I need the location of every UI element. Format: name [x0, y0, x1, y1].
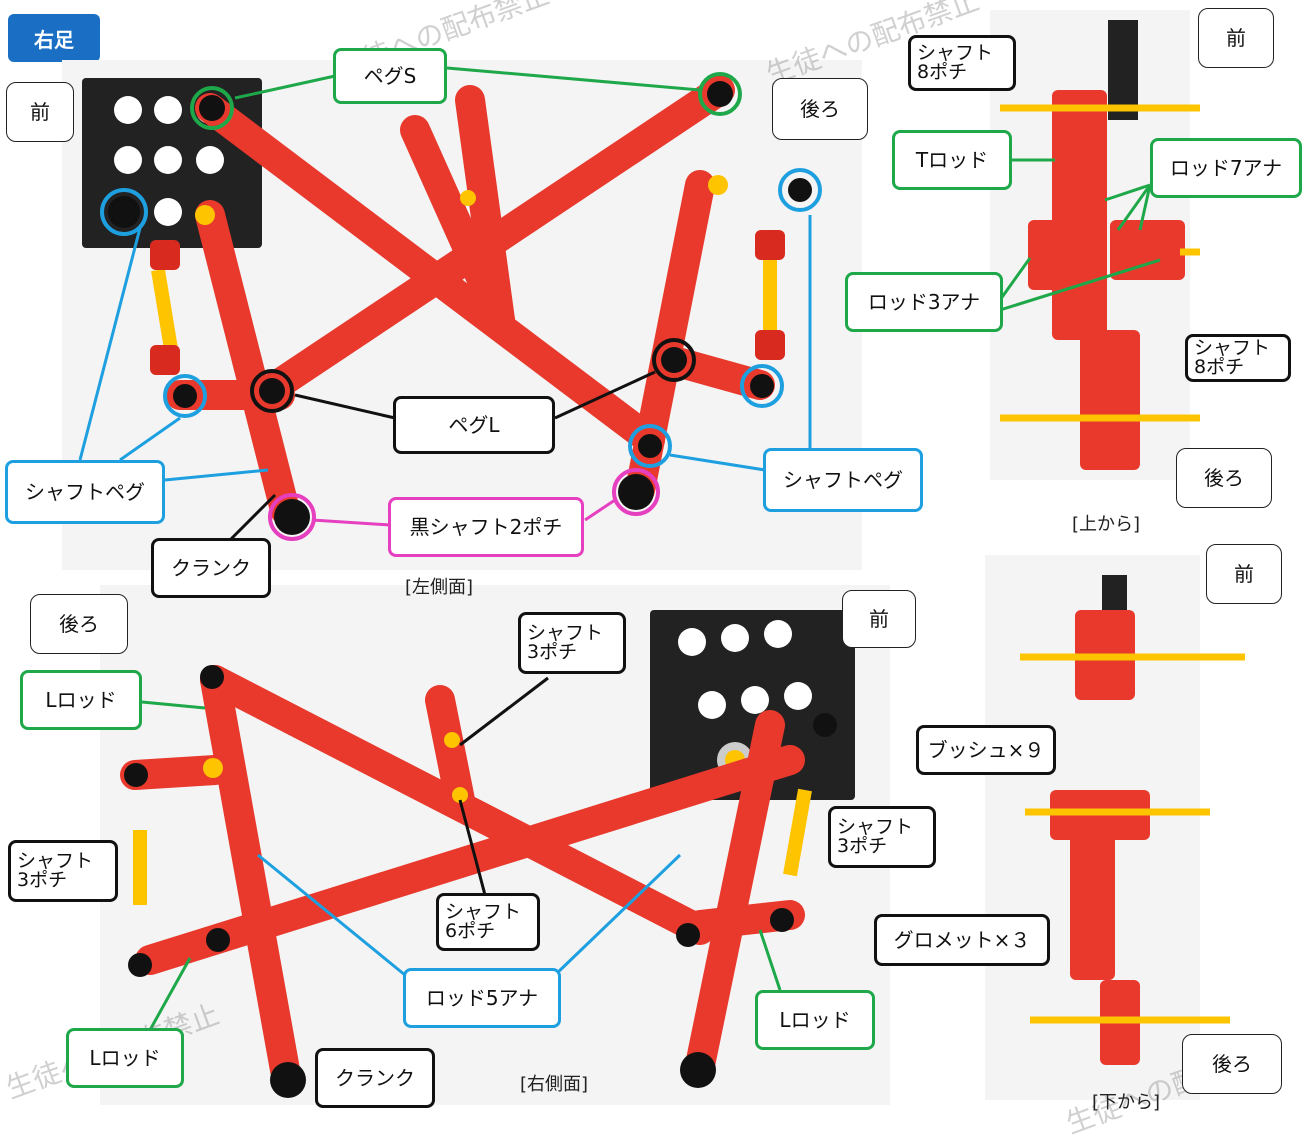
right-view-caption: [右側面]: [520, 1074, 589, 1095]
left-front-label: 前: [6, 82, 74, 142]
black-shaft-label: 黒シャフト2ポチ: [388, 497, 584, 557]
left-crank-label: クランク: [151, 538, 271, 598]
mechanism-illustration: [78, 20, 1245, 1098]
shaft3-right-label: シャフト 3ポチ: [828, 806, 936, 868]
left-shaft-ends: [150, 230, 785, 375]
bottom-view-model: [1020, 575, 1245, 1065]
right-beams: [120, 665, 805, 1085]
right-shafts: [133, 788, 812, 905]
shaft8-mid-label: シャフト 8ポチ: [1185, 334, 1291, 382]
top-view-caption: [上から]: [1072, 514, 1141, 535]
left-pegs: [173, 81, 812, 535]
rod3-label: ロッド3アナ: [845, 272, 1003, 332]
l-rod-bottom-left-label: Lロッド: [66, 1028, 184, 1088]
right-yellow-pins: [203, 732, 468, 803]
right-front-label: 前: [842, 590, 916, 648]
top-view-model: [1000, 20, 1200, 470]
l-rod-top-label: Lロッド: [20, 670, 142, 730]
rod7-label: ロッド7アナ: [1150, 138, 1302, 198]
shaft-peg-left-label: シャフトペグ: [5, 460, 165, 524]
left-shafts: [151, 255, 777, 357]
top-back-label: 後ろ: [1176, 448, 1272, 508]
top-arrows: [998, 158, 1161, 312]
shaft-peg-right-label: シャフトペグ: [763, 448, 923, 512]
rod5-label: ロッド5アナ: [403, 968, 561, 1028]
shaft3-left-label: シャフト 3ポチ: [8, 840, 118, 902]
left-highlight-rings: [100, 72, 822, 541]
left-back-label: 後ろ: [772, 78, 868, 140]
shaft8-top-label: シャフト 8ポチ: [908, 35, 1016, 91]
bottom-back-label: 後ろ: [1182, 1034, 1282, 1094]
right-pegs: [124, 665, 837, 1098]
shaft6-label: シャフト 6ポチ: [436, 893, 540, 951]
l-rod-bottom-right-label: Lロッド: [755, 990, 875, 1050]
shaft3-top-label: シャフト 3ポチ: [518, 612, 626, 674]
peg-s-label: ペグS: [333, 48, 447, 104]
left-view-caption: [左側面]: [405, 577, 474, 598]
grommet-label: グロメット×３: [874, 914, 1050, 966]
left-block: [82, 78, 262, 248]
right-back-label: 後ろ: [30, 594, 128, 654]
peg-l-label: ペグL: [393, 396, 555, 454]
t-rod-label: Tロッド: [892, 130, 1012, 190]
bottom-view-caption: [下から]: [1092, 1092, 1161, 1113]
left-yellow-pins: [195, 175, 728, 225]
bottom-front-label: 前: [1206, 544, 1282, 604]
bush-label: ブッシュ×９: [916, 725, 1056, 775]
top-front-label: 前: [1198, 8, 1274, 68]
right-arrows: [141, 676, 782, 1031]
page-title: 右足: [8, 14, 100, 62]
left-arrows: [78, 66, 812, 542]
right-crank-label: クランク: [315, 1048, 435, 1108]
